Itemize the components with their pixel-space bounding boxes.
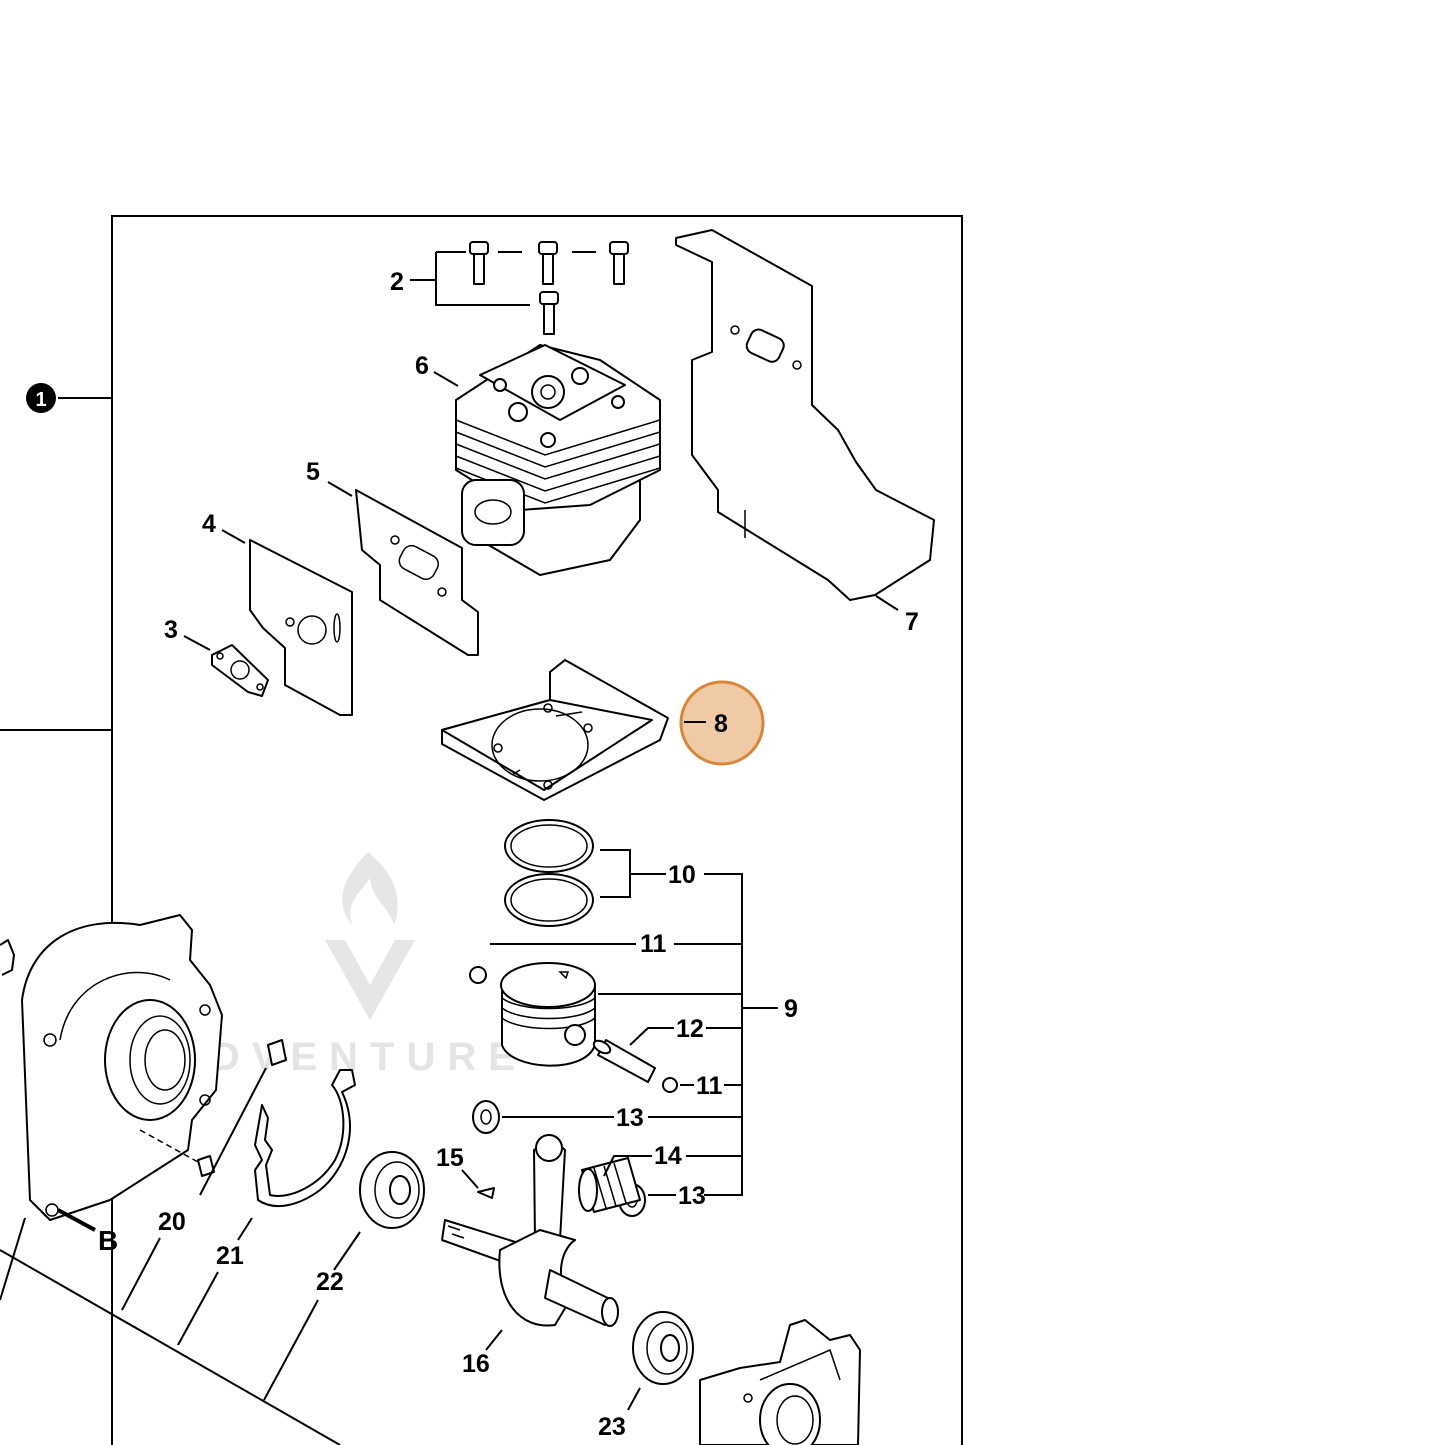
label-7: 7 bbox=[905, 608, 919, 636]
assembly-frame bbox=[0, 215, 963, 1445]
label-15: 15 bbox=[436, 1144, 464, 1172]
label-b: B bbox=[98, 1225, 118, 1256]
part-5-gasket[interactable]: 5 bbox=[306, 458, 479, 656]
label-6: 6 bbox=[415, 352, 429, 380]
piston[interactable] bbox=[500, 962, 742, 1067]
label-11b: 11 bbox=[696, 1072, 723, 1100]
label-8: 8 bbox=[714, 710, 728, 738]
group-marker-label: 1 bbox=[35, 389, 46, 411]
part-3-gasket[interactable]: 3 bbox=[164, 616, 269, 697]
part-15-woodruff-key[interactable]: 15 bbox=[436, 1144, 495, 1199]
label-10: 10 bbox=[668, 861, 696, 889]
label-9: 9 bbox=[784, 995, 798, 1023]
part-8-highlight-marker[interactable]: 8 bbox=[679, 680, 765, 766]
part-20-dowel-pins[interactable]: 20 bbox=[121, 1039, 287, 1311]
label-11a: 11 bbox=[640, 930, 667, 958]
screw-icon bbox=[609, 241, 629, 285]
reference-b: B bbox=[57, 1208, 118, 1256]
label-3: 3 bbox=[164, 616, 178, 644]
screw-icon bbox=[538, 241, 558, 285]
part-4-gasket[interactable]: 4 bbox=[202, 510, 353, 716]
crankcase-half-left[interactable] bbox=[0, 914, 223, 1221]
label-12: 12 bbox=[676, 1015, 704, 1043]
label-5: 5 bbox=[306, 458, 320, 486]
label-16: 16 bbox=[462, 1350, 490, 1378]
part-13-washer[interactable]: 13 bbox=[472, 1100, 742, 1134]
part-23-ball-bearing[interactable]: 23 bbox=[598, 1311, 694, 1441]
crankcase-half-right[interactable] bbox=[699, 1319, 861, 1445]
watermark-logo: ADVENTURE bbox=[170, 852, 515, 1079]
part-6-cylinder[interactable]: 6 bbox=[415, 344, 661, 576]
label-13b: 13 bbox=[678, 1182, 706, 1210]
part-14-needle-bearing[interactable]: 14 bbox=[578, 1142, 742, 1213]
label-22: 22 bbox=[316, 1268, 344, 1296]
label-4: 4 bbox=[202, 510, 216, 538]
part-9-bracket[interactable]: 9 bbox=[704, 873, 798, 1196]
sub-assembly-frame-lines bbox=[0, 1217, 341, 1445]
label-21: 21 bbox=[216, 1242, 244, 1270]
part-10-piston-rings[interactable]: 10 bbox=[504, 819, 696, 927]
group-marker-1[interactable]: 1 bbox=[26, 383, 56, 413]
part-12-piston-pin[interactable]: 12 bbox=[592, 1015, 742, 1083]
part-2-screws[interactable]: 2 bbox=[390, 241, 629, 335]
label-13a: 13 bbox=[616, 1104, 644, 1132]
label-23: 23 bbox=[598, 1413, 626, 1441]
label-14: 14 bbox=[654, 1142, 682, 1170]
label-2: 2 bbox=[390, 268, 404, 296]
screw-icon bbox=[469, 241, 489, 285]
part-11-circlip-2[interactable]: 11 bbox=[662, 1072, 742, 1100]
part-11-circlip[interactable]: 11 bbox=[469, 930, 742, 984]
part-16-crankshaft[interactable]: 16 bbox=[441, 1134, 619, 1378]
part-21-crankcase-gasket[interactable]: 21 bbox=[177, 1069, 356, 1346]
part-22-ball-bearing[interactable]: 22 bbox=[263, 1151, 425, 1401]
part-8-base-gasket[interactable] bbox=[441, 659, 669, 801]
screw-icon bbox=[539, 291, 559, 335]
part-7-deflector[interactable]: 7 bbox=[675, 229, 935, 636]
label-20: 20 bbox=[158, 1208, 186, 1236]
